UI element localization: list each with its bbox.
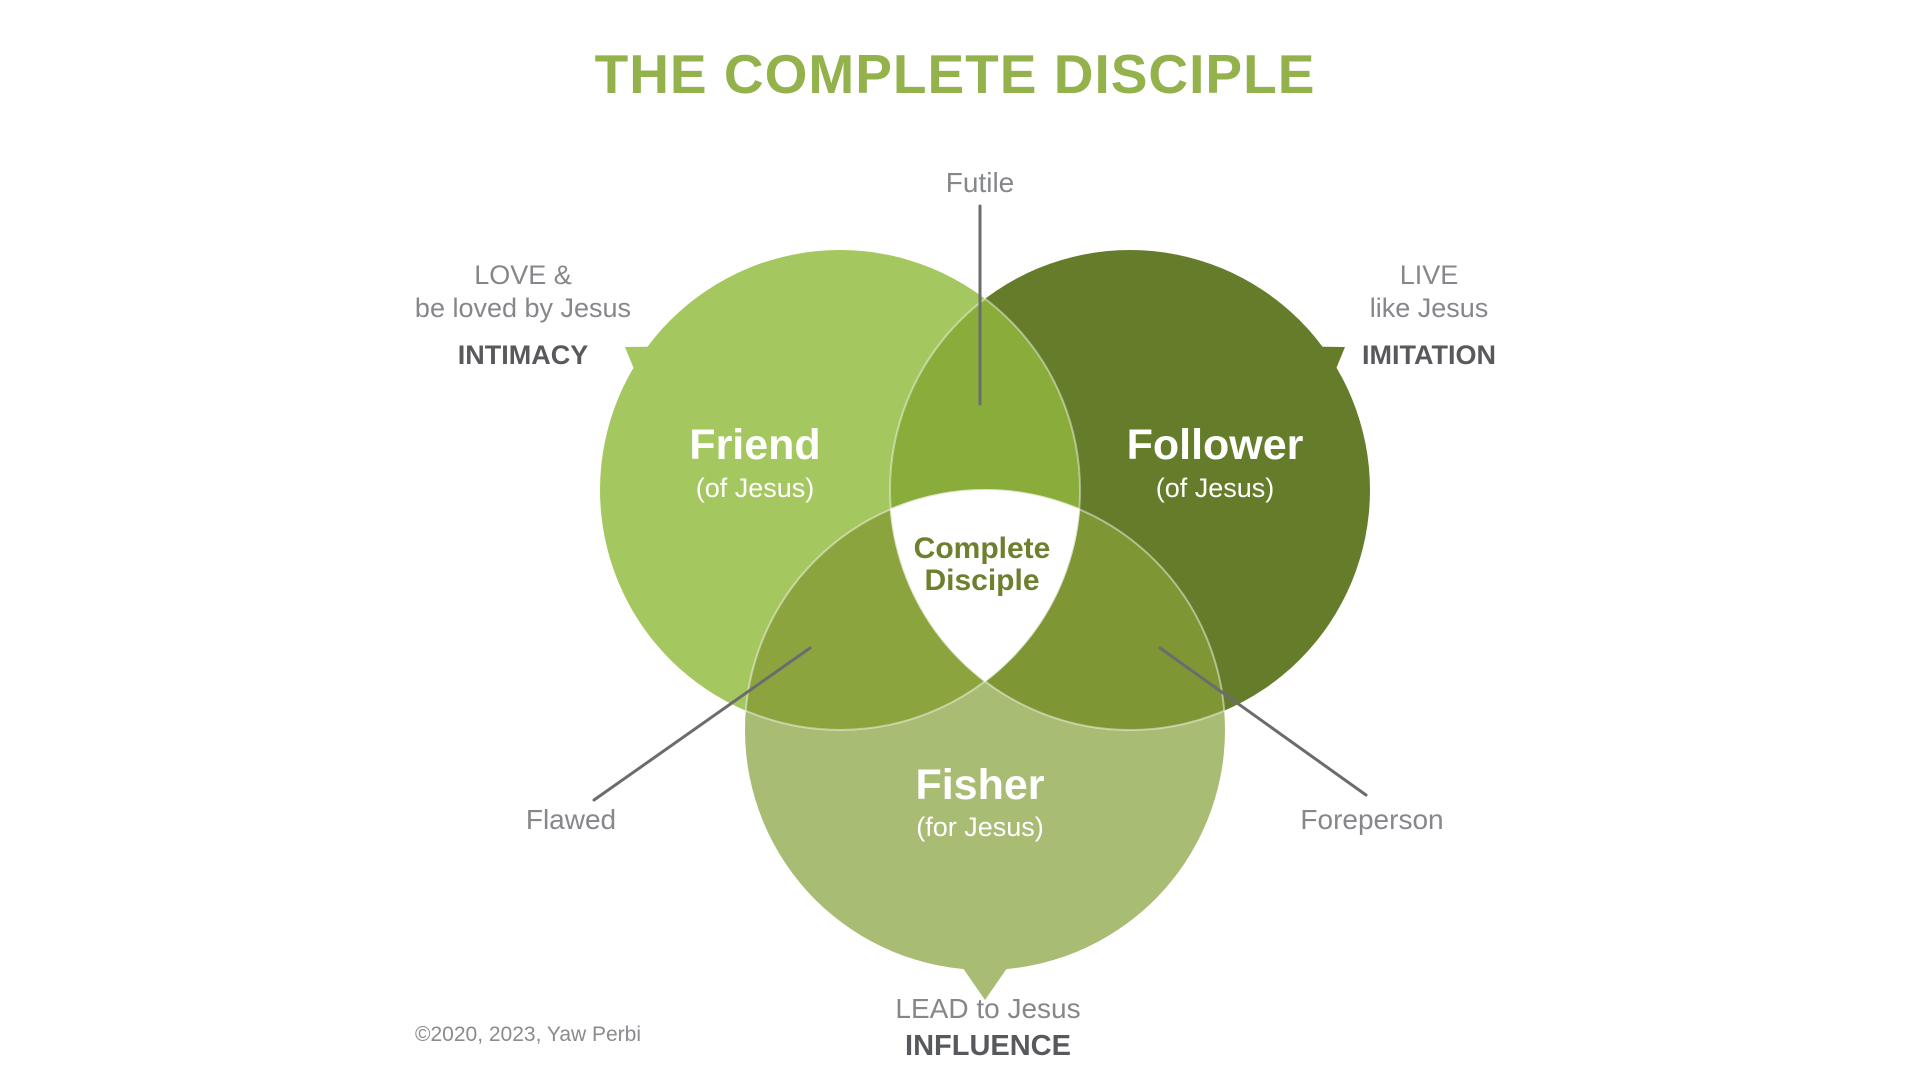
- center-label-line2: Disciple: [924, 564, 1039, 597]
- circle-seam: [889, 250, 1080, 730]
- friend-label: Friend: [689, 421, 820, 469]
- center-label-line1: Complete: [914, 532, 1051, 565]
- imitation-keyword: IMITATION: [1362, 340, 1496, 370]
- influence-label-line1: LEAD to Jesus: [895, 993, 1080, 1024]
- imitation-label-line1: LIVE: [1400, 260, 1459, 290]
- intimacy-label-line2: be loved by Jesus: [415, 293, 631, 323]
- influence-keyword: INFLUENCE: [905, 1030, 1071, 1062]
- friend-fisher-overlap: [745, 490, 1080, 730]
- foreperson-pointer-line: [1158, 646, 1368, 797]
- flawed-pointer-line: [592, 646, 812, 802]
- fisher-label: Fisher: [915, 761, 1044, 809]
- follower-fisher-overlap: [890, 490, 1225, 730]
- circle-seam: [745, 490, 1081, 731]
- circle-seams: [744, 250, 1226, 731]
- futile-label: Futile: [946, 167, 1014, 198]
- intimacy-keyword: INTIMACY: [458, 340, 589, 370]
- follower-label: Follower: [1127, 421, 1304, 469]
- circle-seam: [744, 489, 1080, 730]
- fisher-sublabel: (for Jesus): [916, 812, 1044, 842]
- friend-sublabel: (of Jesus): [696, 473, 815, 503]
- follower-sublabel: (of Jesus): [1156, 473, 1275, 503]
- imitation-label-line2: like Jesus: [1370, 293, 1489, 323]
- foreperson-label: Foreperson: [1300, 804, 1443, 835]
- intimacy-label-line1: LOVE &: [474, 260, 572, 290]
- page-title: THE COMPLETE DISCIPLE: [595, 43, 1316, 105]
- circle-seam: [889, 490, 1225, 731]
- circle-seam: [890, 489, 1226, 730]
- flawed-label: Flawed: [526, 804, 616, 835]
- copyright-text: ©2020, 2023, Yaw Perbi: [415, 1023, 641, 1046]
- circle-seam: [890, 250, 1081, 730]
